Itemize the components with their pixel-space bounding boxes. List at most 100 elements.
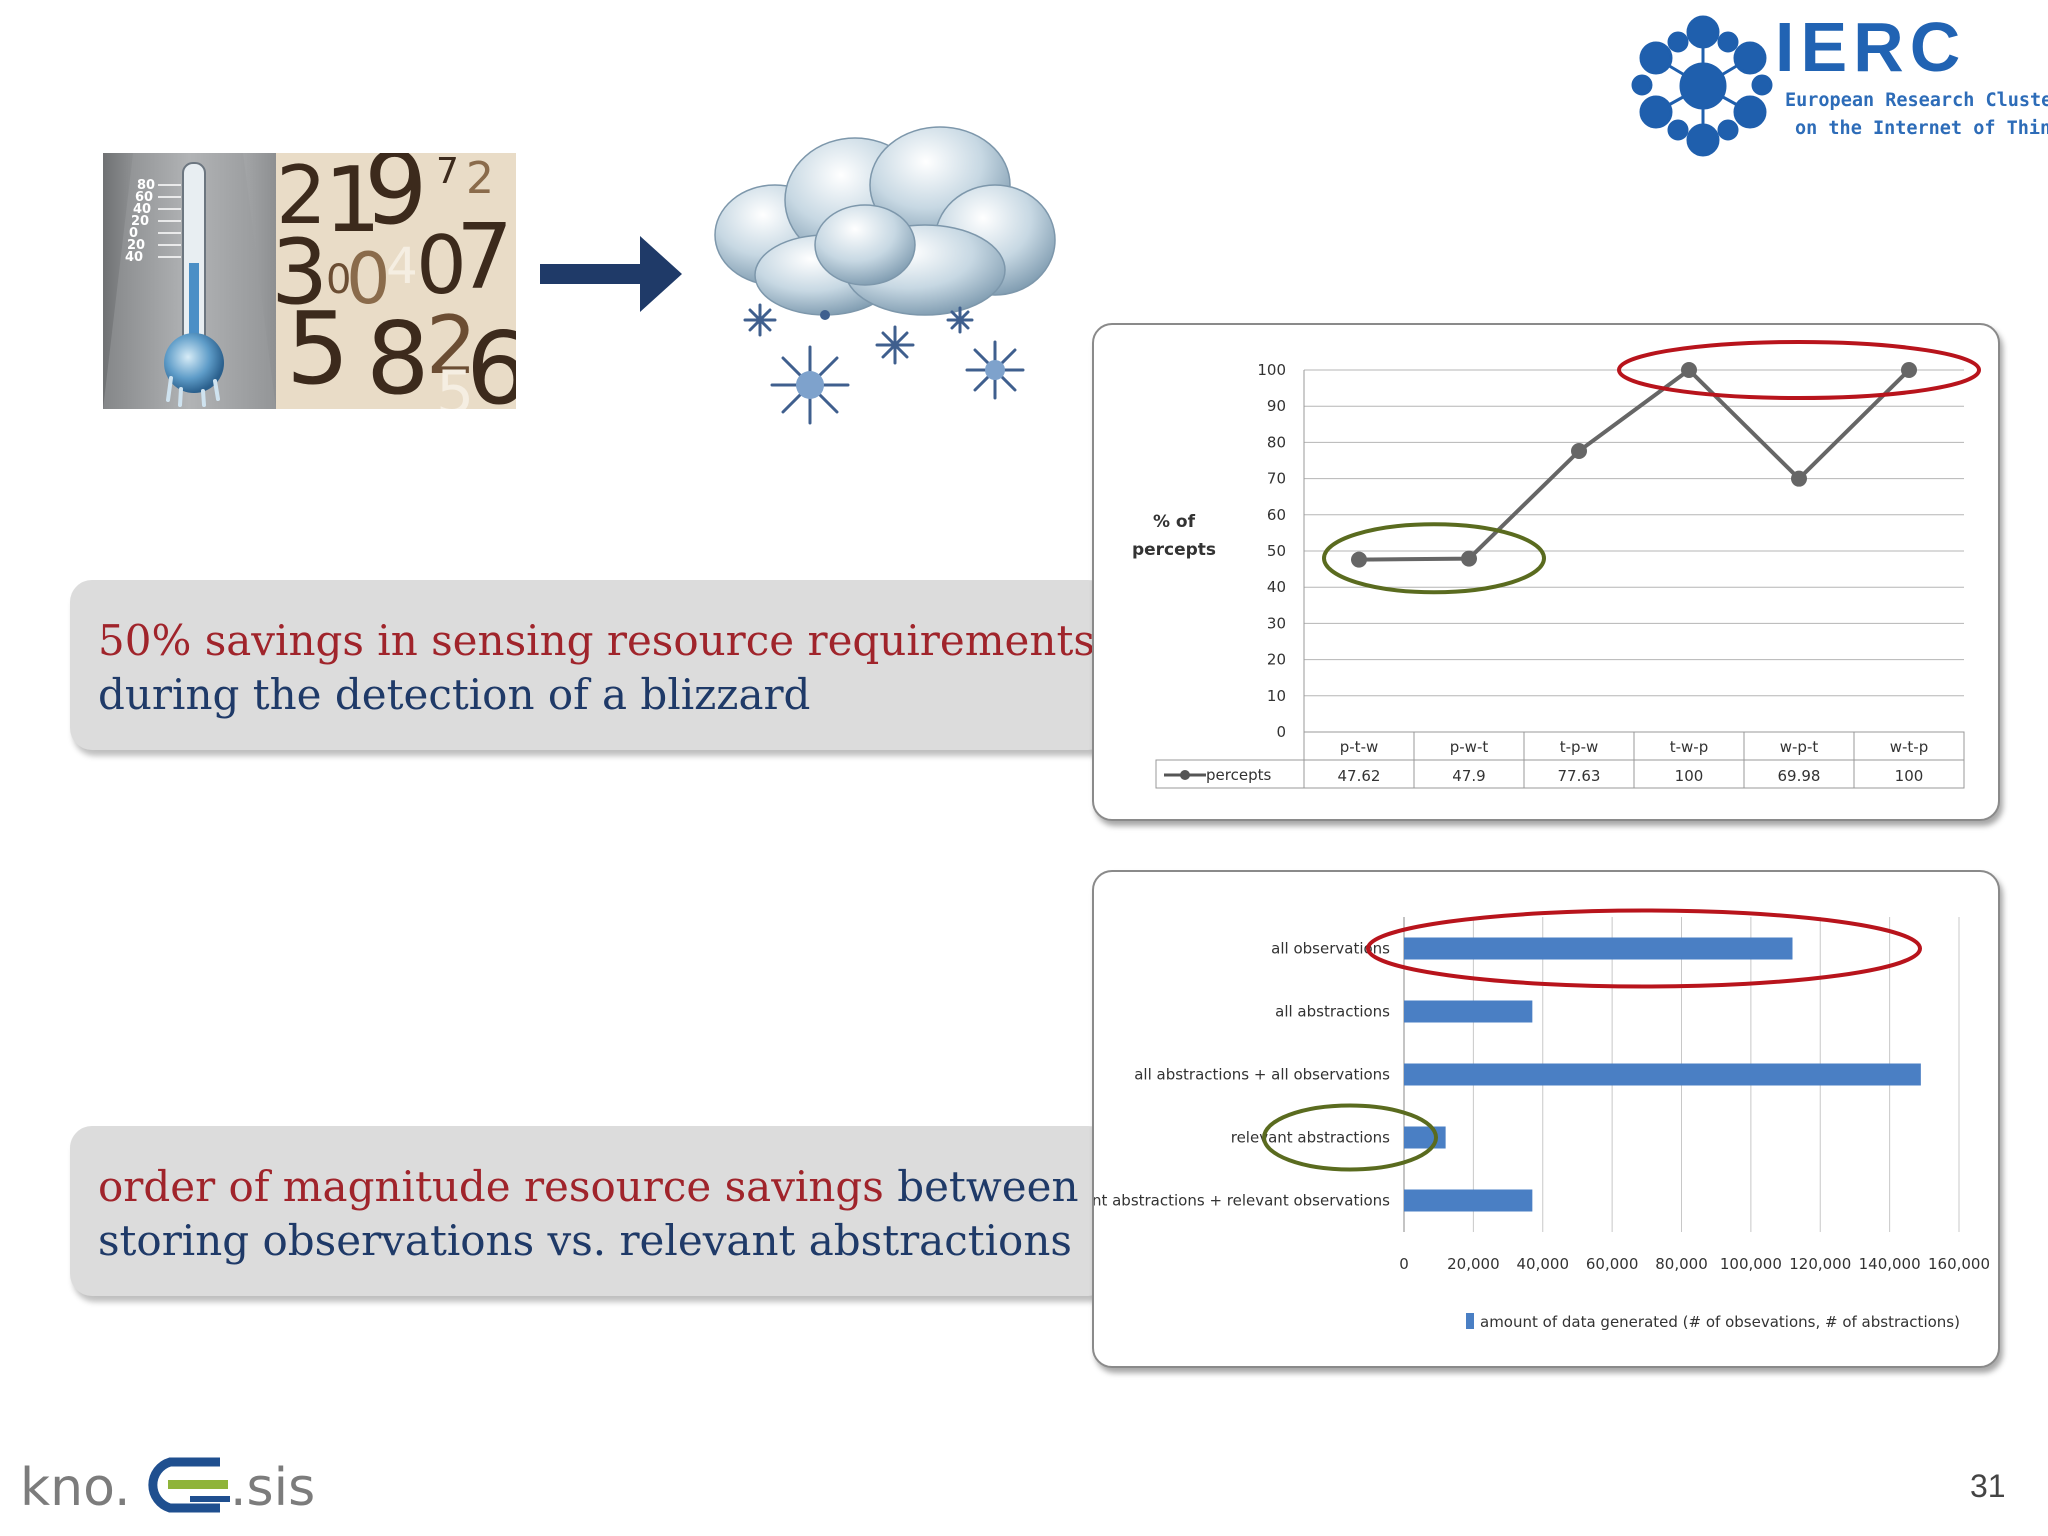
network-logo-icon (1631, 15, 1773, 157)
page-number: 31 (1970, 1468, 2006, 1504)
table-cell (1853, 759, 1965, 789)
legend-label: amount of data generated (# of obsevatio… (1480, 1313, 1960, 1331)
callout-text-line2: during the detection of a blizzard (98, 670, 811, 719)
y-tick-label: all abstractions + all observations (1134, 1066, 1390, 1084)
data-table-value: 100 (1675, 767, 1704, 785)
ierc-logo: IERC European Research Cluster on the In… (1620, 8, 2048, 160)
bar (1404, 937, 1793, 960)
svg-text:7: 7 (436, 153, 459, 192)
ierc-title: IERC (1775, 8, 1967, 86)
thermometer-tick-label: 40 (133, 202, 151, 217)
y-tick-label: 100 (1257, 361, 1286, 379)
y-tick-label: 30 (1267, 614, 1286, 632)
x-tick-label: p-w-t (1450, 738, 1489, 756)
legend-marker (1180, 770, 1190, 780)
callout-highlight: 50% savings in sensing resource requirem… (98, 616, 1095, 665)
y-tick-label: 10 (1267, 687, 1286, 705)
x-tick-label: 160,000 (1928, 1255, 1990, 1273)
y-axis-label: percepts (1132, 540, 1216, 560)
svg-text:5: 5 (286, 290, 350, 407)
callout-text: 50% savings in sensing resource requirem… (98, 614, 1095, 722)
thermometer-tick-label: 20 (131, 214, 149, 229)
callout-text: order of magnitude resource savings betw… (98, 1160, 1079, 1268)
data-table-value: 100 (1895, 767, 1924, 785)
thermometer-tick-label: 0 (129, 226, 138, 241)
svg-text:5: 5 (436, 358, 474, 409)
data-point (1461, 550, 1477, 567)
knoesis-logo-right: .sis (230, 1458, 315, 1518)
bar (1404, 1126, 1446, 1149)
y-tick-label: 0 (1276, 723, 1286, 741)
y-tick-label: all observations (1271, 940, 1390, 958)
y-tick-label: all abstractions (1275, 1003, 1390, 1021)
callout-blizzard-savings: 50% savings in sensing resource requirem… (70, 580, 1110, 750)
y-tick-label: 90 (1267, 397, 1286, 415)
arrow-right-icon (540, 236, 682, 312)
callout-storage-savings: order of magnitude resource savings betw… (70, 1126, 1110, 1296)
data-table-value: 47.62 (1338, 767, 1381, 785)
snow-cloud-image (714, 126, 1056, 425)
svg-text:3: 3 (276, 220, 328, 325)
y-tick-label: 60 (1267, 506, 1286, 524)
x-tick-label: 80,000 (1655, 1255, 1708, 1273)
knoesis-logo: kno. .sis (20, 1457, 315, 1518)
thermometer-tick-label: 20 (127, 238, 145, 253)
knoesis-e-icon (148, 1457, 230, 1513)
thermometer-tick-label: 60 (135, 190, 153, 205)
x-tick-label: 0 (1399, 1255, 1409, 1273)
data-point (1791, 470, 1807, 487)
x-tick-label: 20,000 (1447, 1255, 1500, 1273)
y-tick-label: relevant abstractions (1231, 1129, 1390, 1147)
ierc-subtitle-line1: European Research Cluster (1785, 90, 2048, 111)
svg-text:9: 9 (364, 153, 428, 247)
svg-text:8: 8 (366, 300, 430, 409)
callout-highlight: order of magnitude resource savings (98, 1162, 884, 1211)
y-tick-label: 80 (1267, 433, 1286, 451)
highlight-ellipse-red (1366, 908, 1922, 989)
bar (1404, 1189, 1533, 1212)
data-point (1571, 442, 1587, 459)
callout-text-cont: between (883, 1162, 1079, 1211)
y-tick-label: 70 (1267, 470, 1286, 488)
svg-text:0: 0 (416, 219, 467, 312)
x-tick-label: w-p-t (1780, 738, 1819, 756)
svg-text:2: 2 (466, 153, 494, 204)
x-tick-label: 100,000 (1720, 1255, 1782, 1273)
knoesis-logo-left: kno. (20, 1458, 131, 1518)
ierc-subtitle-line2: on the Internet of Things (1795, 118, 2048, 139)
thermometer-tick-label: 40 (125, 250, 143, 265)
legend-label: percepts (1206, 766, 1271, 784)
highlight-ellipse-red (1617, 340, 1981, 400)
x-tick-label: 140,000 (1859, 1255, 1921, 1273)
x-tick-label: 120,000 (1789, 1255, 1851, 1273)
data-point (1901, 362, 1917, 378)
data-table-value: 47.9 (1452, 767, 1485, 785)
svg-text:1: 1 (324, 153, 381, 253)
data-point (1681, 362, 1697, 378)
x-tick-label: 60,000 (1586, 1255, 1639, 1273)
y-tick-label: relevant abstractions + relevant observa… (1094, 1192, 1390, 1210)
data-table-value: 69.98 (1778, 767, 1821, 785)
svg-text:7: 7 (456, 205, 513, 310)
thermometer-tick-label: 80 (137, 178, 155, 193)
svg-text:4: 4 (386, 237, 418, 295)
highlight-ellipse-green (1262, 1103, 1438, 1172)
highlight-ellipse-green (1322, 522, 1546, 595)
y-tick-label: 50 (1267, 542, 1286, 560)
bar (1404, 1000, 1533, 1023)
x-tick-label: t-w-p (1670, 738, 1709, 756)
data-point (1351, 551, 1367, 568)
series-line-percepts (1358, 367, 1911, 562)
x-tick-label: t-p-w (1560, 738, 1599, 756)
svg-text:2: 2 (426, 299, 477, 392)
svg-text:0: 0 (346, 238, 391, 320)
y-tick-label: 40 (1267, 578, 1286, 596)
y-axis-label: % of (1153, 512, 1196, 532)
bar (1404, 1063, 1921, 1086)
svg-text:0: 0 (326, 257, 351, 303)
